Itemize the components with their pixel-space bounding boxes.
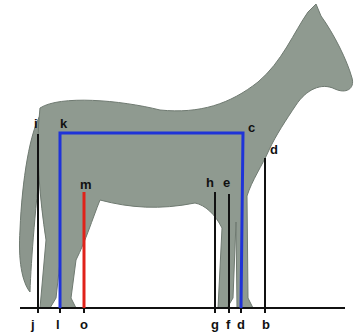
point-letter: h [206,176,214,189]
point-letter: k [60,117,67,130]
point-letter: b [262,318,270,331]
measure-line [228,194,230,308]
point-letter: m [80,178,92,191]
measure-line [214,192,216,308]
point-letter: j [31,318,35,331]
point-letter: c [248,121,255,134]
tick [264,308,266,313]
point-letter: o [80,318,88,331]
point-letter: e [223,176,230,189]
point-letter: l [56,318,60,331]
ground-line [20,307,345,309]
point-letter: d [270,143,278,156]
red-line [83,192,86,308]
tick [37,308,39,313]
measure-line [37,134,39,308]
point-letter: g [211,318,219,331]
point-letter: d [237,318,245,331]
point-letter: f [226,318,230,331]
tick [59,308,61,313]
tick [83,308,85,313]
blue-frame [60,133,243,308]
tick [214,308,216,313]
tick [228,308,230,313]
point-letter: i [34,117,38,130]
measure-line [264,158,266,308]
tick [240,308,242,313]
measure-lines [38,134,265,313]
horse-body [38,4,353,308]
